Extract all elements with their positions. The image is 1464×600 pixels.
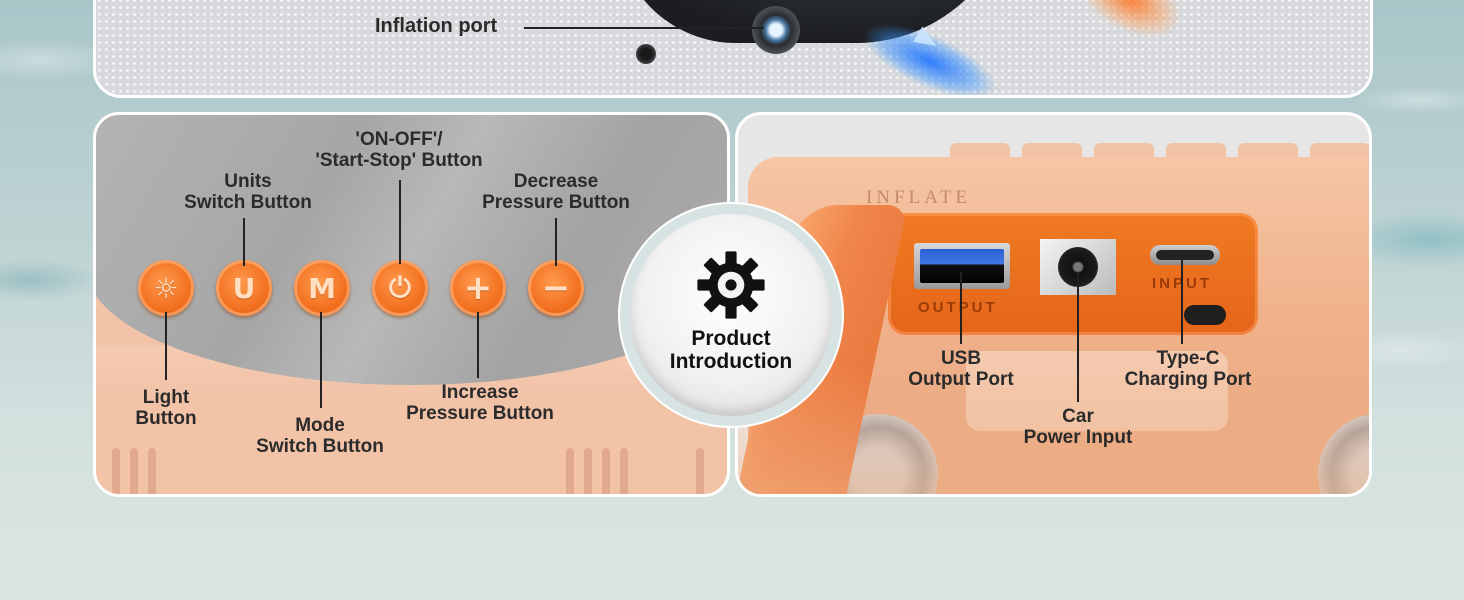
mode-switch-button[interactable]: M: [294, 260, 350, 316]
increase-pressure-button[interactable]: +: [450, 260, 506, 316]
key-cap: [950, 143, 1010, 161]
input-print: INPUT: [1152, 275, 1212, 292]
decrease-callout-line: [555, 218, 557, 266]
key-cap: [1094, 143, 1154, 161]
plus-icon: +: [463, 268, 493, 308]
on-off-button-label: 'ON-OFF'/ 'Start-Stop' Button: [315, 129, 483, 171]
vent-slot: [696, 448, 704, 494]
minus-icon: −: [541, 268, 571, 308]
typec-callout-line: [1181, 258, 1183, 344]
usb-port[interactable]: [914, 243, 1010, 289]
inflation-port-nozzle: [752, 6, 800, 54]
orange-air-jet: [1039, 0, 1233, 95]
light-icon: ☼: [153, 271, 179, 305]
light-button-label: Light Button: [135, 387, 197, 429]
increase-button-label: Increase Pressure Button: [406, 382, 554, 424]
units-switch-button[interactable]: U: [216, 260, 272, 316]
vent-slot: [602, 448, 610, 494]
decrease-button-label: Decrease Pressure Button: [482, 171, 630, 213]
vent-slot: [566, 448, 574, 494]
key-cap: [1166, 143, 1226, 161]
key-cap: [1310, 143, 1369, 161]
on-off-callout-line: [399, 180, 401, 264]
decrease-pressure-button[interactable]: −: [528, 260, 584, 316]
type-c-port[interactable]: [1150, 245, 1220, 265]
inflation-port-callout-line: [524, 27, 764, 29]
vent-slot: [112, 448, 120, 494]
top-product-panel: [93, 0, 1373, 98]
bottom-fade: [738, 365, 1369, 494]
screw-hole: [636, 44, 656, 64]
output-print: OUTPUT: [918, 299, 998, 316]
inflate-print: INFLATE: [866, 187, 972, 208]
light-callout-line: [165, 312, 167, 380]
mode-button-label: Mode Switch Button: [256, 415, 384, 457]
light-button[interactable]: ☼: [138, 260, 194, 316]
on-off-button[interactable]: ⏻: [372, 260, 428, 316]
indicator-slot: [1184, 305, 1226, 325]
badge-title: Product Introduction: [669, 327, 793, 373]
grey-lid-surface: [96, 115, 727, 385]
units-callout-line: [243, 218, 245, 266]
typec-port-label: Type-C Charging Port: [1124, 348, 1252, 390]
power-icon: ⏻: [388, 271, 412, 304]
units-button-label: Units Switch Button: [184, 171, 312, 213]
vent-slot: [148, 448, 156, 494]
units-icon: U: [232, 271, 256, 305]
key-cap: [1238, 143, 1298, 161]
increase-callout-line: [477, 312, 479, 378]
usb-callout-line: [960, 272, 962, 344]
vent-slot: [620, 448, 628, 494]
vent-slot: [584, 448, 592, 494]
mode-icon: M: [308, 271, 336, 305]
vent-slot: [130, 448, 138, 494]
inflation-port-label: Inflation port: [375, 15, 498, 37]
car-input-label: Car Power Input: [1023, 406, 1133, 448]
gear-icon: [697, 251, 765, 319]
mode-callout-line: [320, 312, 322, 408]
ports-section: INFLATE OUTPUT INPUT: [735, 112, 1372, 497]
key-cap: [1022, 143, 1082, 161]
car-callout-line: [1077, 272, 1079, 402]
usb-port-label: USB Output Port: [908, 348, 1014, 390]
